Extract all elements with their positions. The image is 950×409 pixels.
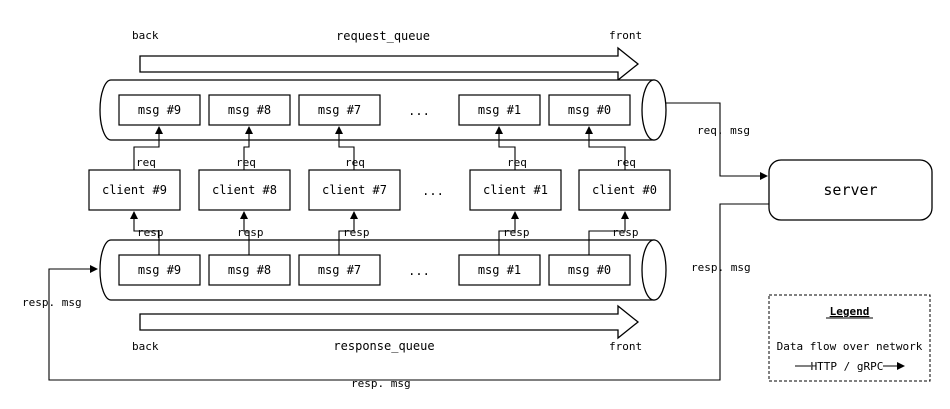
client-1-label: client #1 <box>483 183 548 197</box>
req-msg-flow-arrow: req. msg <box>666 102 768 180</box>
req-msg-8-label: msg #8 <box>228 103 271 117</box>
resp-label-9: resp <box>137 226 164 239</box>
req-arrow-0: req <box>585 126 636 170</box>
req-msg-ellipsis: ... <box>408 104 430 118</box>
server-label: server <box>823 181 877 199</box>
resp-msg-flow-label-right: resp. msg <box>691 261 751 274</box>
resp-label-1: resp <box>503 226 530 239</box>
resp-msg-7: msg #7 <box>298 254 381 286</box>
req-label-7: req <box>345 156 365 169</box>
client-9: client #9 <box>88 169 181 211</box>
req-msg-7-label: msg #7 <box>318 103 361 117</box>
client-7-label: client #7 <box>322 183 387 197</box>
req-msg-flow-label: req. msg <box>697 124 750 137</box>
req-label-9: req <box>136 156 156 169</box>
response-queue-direction-arrow <box>139 304 640 340</box>
req-label-8: req <box>236 156 256 169</box>
resp-msg-ellipsis: ... <box>408 264 430 278</box>
client-8: client #8 <box>198 169 291 211</box>
req-msg-1-label: msg #1 <box>478 103 521 117</box>
req-msg-0-label: msg #0 <box>568 103 611 117</box>
req-msg-1: msg #1 <box>458 94 541 126</box>
resp-msg-7-label: msg #7 <box>318 263 361 277</box>
resp-msg-1: msg #1 <box>458 254 541 286</box>
client-0-label: client #0 <box>592 183 657 197</box>
request-queue-front-label: front <box>609 29 642 42</box>
response-queue-title: response_queue <box>333 339 434 353</box>
resp-arrow-8: resp <box>237 211 264 255</box>
resp-msg-8-label: msg #8 <box>228 263 271 277</box>
resp-msg-0: msg #0 <box>548 254 631 286</box>
client-1: client #1 <box>469 169 562 211</box>
client-7: client #7 <box>308 169 401 211</box>
req-arrow-8: req <box>236 126 256 170</box>
client-ellipsis: ... <box>422 184 444 198</box>
resp-arrow-7: resp <box>338 211 370 255</box>
resp-msg-1-label: msg #1 <box>478 263 521 277</box>
legend: Legend Data flow over network HTTP / gRP… <box>768 294 931 382</box>
resp-arrow-1: resp <box>498 211 530 255</box>
req-msg-7: msg #7 <box>298 94 381 126</box>
legend-arrow-label: HTTP / gRPC <box>811 360 884 373</box>
resp-arrow-0: resp <box>588 211 639 255</box>
response-queue-back-label: back <box>132 340 159 353</box>
client-0: client #0 <box>578 169 671 211</box>
resp-msg-flow-label-bottom: resp. msg <box>351 377 411 390</box>
req-msg-0: msg #0 <box>548 94 631 126</box>
resp-arrow-9: resp <box>130 211 164 255</box>
client-9-label: client #9 <box>102 183 167 197</box>
request-queue-direction-arrow <box>139 46 640 82</box>
legend-title: Legend <box>830 305 870 318</box>
resp-msg-flow-label-left: resp. msg <box>22 296 82 309</box>
response-queue-front-label: front <box>609 340 642 353</box>
req-arrow-9: req <box>133 126 163 170</box>
resp-msg-8: msg #8 <box>208 254 291 286</box>
server-box: server <box>768 159 933 221</box>
resp-label-8: resp <box>237 226 264 239</box>
legend-description: Data flow over network <box>777 340 923 353</box>
request-queue-title: request_queue <box>336 29 430 43</box>
resp-msg-9: msg #9 <box>118 254 201 286</box>
req-msg-9: msg #9 <box>118 94 201 126</box>
resp-label-0: resp <box>612 226 639 239</box>
resp-msg-0-label: msg #0 <box>568 263 611 277</box>
req-arrow-1: req <box>495 126 527 170</box>
request-queue-back-label: back <box>132 29 159 42</box>
resp-msg-flow-arrow: resp. msg resp. msg resp. msg <box>22 203 769 390</box>
req-label-1: req <box>507 156 527 169</box>
resp-label-7: resp <box>343 226 370 239</box>
req-label-0: req <box>616 156 636 169</box>
req-arrow-7: req <box>335 126 365 170</box>
client-8-label: client #8 <box>212 183 277 197</box>
resp-msg-9-label: msg #9 <box>138 263 181 277</box>
req-msg-9-label: msg #9 <box>138 103 181 117</box>
req-msg-8: msg #8 <box>208 94 291 126</box>
